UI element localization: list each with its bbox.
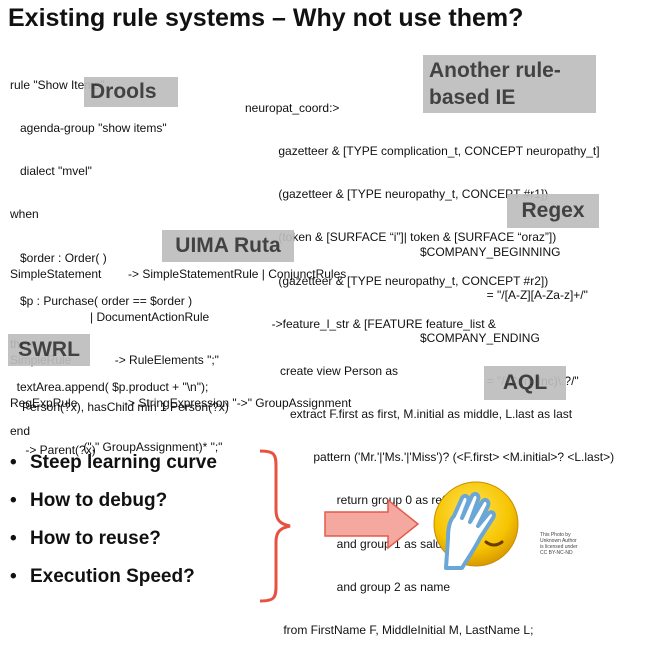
aql-line: pattern ('Mr.'|'Ms.'|'Miss')? (<F.first>… [280, 450, 615, 465]
drools-line: end [10, 423, 31, 438]
bullet-item: • How to debug? [10, 490, 167, 512]
swrl-tag: SWRL [8, 334, 90, 366]
ie-tag-line: Another rule- [429, 59, 561, 82]
ie-line: (gazetteer & [TYPE neuropathy_t, CONCEPT… [245, 187, 549, 202]
bullet-list: • Steep learning curve • How to debug? • Ho… [10, 448, 270, 598]
ruta-code: SimpleStatement -> SimpleStatementRule |… [10, 238, 351, 469]
bullet-text: Steep learning curve [30, 452, 217, 473]
bullet-item: • Execution Speed? [10, 566, 195, 588]
curly-brace-icon [259, 449, 291, 603]
bullet-text: Execution Speed? [30, 566, 195, 587]
drools-line: $p : Purchase( order == $order ) [10, 293, 193, 308]
aql-line: from FirstName F, MiddleInitial M, LastN… [280, 623, 534, 638]
bullet-item: • How to reuse? [10, 528, 161, 550]
drools-code: rule "Show Items" agenda-group "show ite… [10, 49, 208, 452]
regex-tag: Regex [507, 194, 599, 228]
right-arrow-icon [324, 498, 420, 550]
drools-line: $order : Order( ) [10, 250, 107, 265]
ie-line: gazetteer & [TYPE complication_t, CONCEP… [245, 144, 600, 159]
ruta-line: RegExpRule -> StringExpression "->" Grou… [10, 396, 352, 411]
ruta-line: SimpleStatement -> SimpleStatementRule |… [10, 266, 347, 281]
drools-line: agenda-group "show items" [10, 121, 167, 136]
swrl-line: -> Parent(?x) [22, 443, 96, 458]
ie-line: (gazetteer & [TYPE neuropathy_t, CONCEPT… [245, 273, 549, 288]
swrl-code: Person(?x), hasChild min 1 Person(?x) ->… [22, 371, 229, 472]
ruta-line: ("," GroupAssignment)* ";" [10, 439, 223, 454]
drools-line: dialect "mvel" [10, 164, 92, 179]
bullet-symbol: • [10, 452, 17, 473]
bullet-text: How to reuse? [30, 528, 161, 549]
ie-line: neuropat_coord:> [245, 100, 340, 115]
ruta-tag: UIMA Ruta [162, 230, 294, 262]
bullet-symbol: • [10, 490, 17, 511]
drools-tag: Drools [84, 77, 178, 107]
ie-code: neuropat_coord:> gazetteer & [TYPE compl… [245, 72, 600, 346]
drools-line: when [10, 207, 39, 222]
aql-line: and group 1 as salutation [280, 536, 472, 551]
ie-tag-line: based IE [429, 86, 516, 109]
photo-credit[interactable]: This Photo by Unknown Author is licensed… [540, 532, 578, 556]
aql-tag: AQL [484, 366, 566, 400]
bullet-symbol: • [10, 566, 17, 587]
drools-line: textArea.append( $p.product + "\n"); [10, 380, 209, 395]
slide-title: Existing rule systems – Why not use them… [8, 4, 524, 32]
aql-line: extract F.first as first, M.initial as m… [280, 407, 573, 422]
regex-line: $COMPANY_ENDING [420, 331, 540, 346]
regex-line: $COMPANY_BEGINNING [420, 244, 561, 259]
regex-line: = "/[A-Z][A-Za-z]+/" [420, 288, 588, 303]
swrl-line: Person(?x), hasChild min 1 Person(?x) [22, 399, 229, 414]
aql-line: and group 2 as name [280, 579, 451, 594]
ie-line: ->feature_l_str & [FEATURE feature_list … [245, 316, 496, 331]
ruta-line: | DocumentActionRule [10, 310, 210, 325]
bullet-symbol: • [10, 528, 17, 549]
facepalm-emoji-icon [433, 481, 519, 570]
aql-line: create view Person as [280, 363, 399, 378]
bullet-item: • Steep learning curve [10, 452, 217, 474]
ie-tag: Another rule- based IE [423, 55, 596, 113]
bullet-text: How to debug? [30, 490, 168, 511]
